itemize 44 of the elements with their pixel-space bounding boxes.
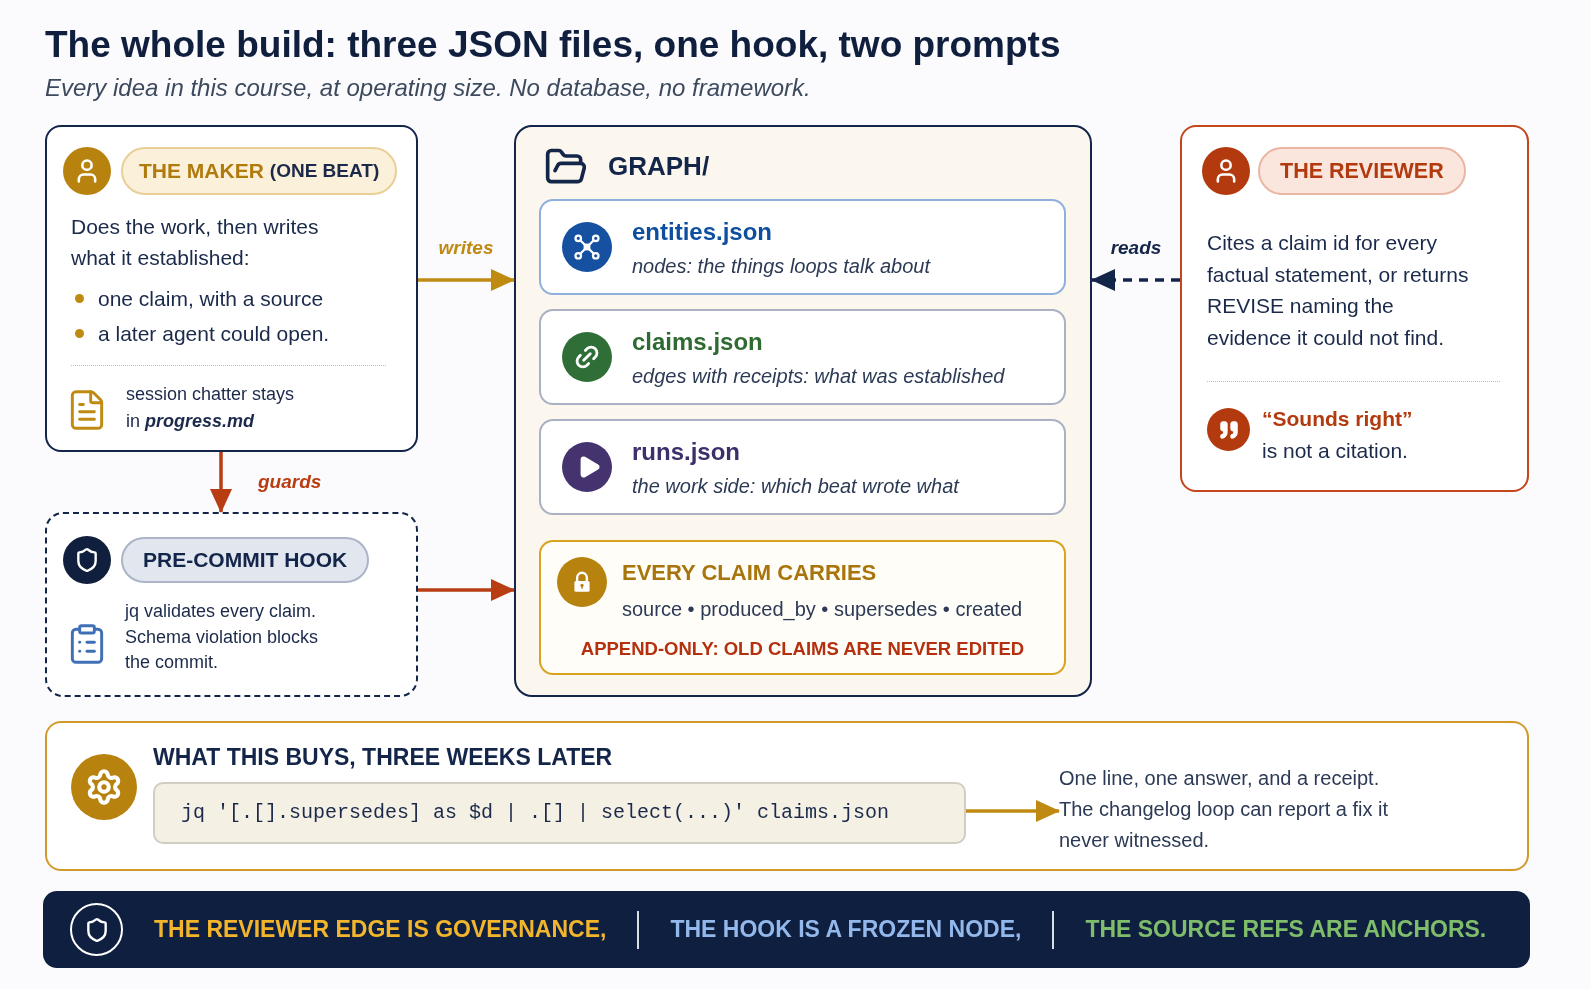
warning-text: APPEND-ONLY: OLD CLAIMS ARE NEVER EDITED xyxy=(579,637,1026,661)
subtitle: Every idea in this course, at operating size. No database, no framework. xyxy=(45,74,811,102)
body-text: Does the work, then writes what it established: xyxy=(71,214,320,271)
field-list: source • produced_by • supersedes • created xyxy=(622,596,1023,623)
role-title: THE MAKER xyxy=(139,158,264,185)
file-description: nodes: the things loops talk about xyxy=(632,254,930,279)
result-note: One line, one answer, and a receipt. The changelog loop can report a fix it never witnessed. xyxy=(1059,763,1409,856)
banner-statement: THE SOURCE REFS ARE ANCHORS. xyxy=(1085,915,1487,945)
role-qualifier: (ONE BEAT) xyxy=(269,158,380,183)
file-description: edges with receipts: what was established xyxy=(632,364,1005,389)
bullet-text: one claim, with a source xyxy=(98,285,324,312)
note-text: session chatter stays in progress.md xyxy=(126,383,296,433)
file-name: claims.json xyxy=(632,327,763,357)
rule-card xyxy=(539,540,1066,675)
bullet-text: a later agent could open. xyxy=(98,320,330,347)
rule-heading: EVERY CLAIM CARRIES xyxy=(622,559,877,587)
folder-panel xyxy=(514,125,1092,697)
quote-text: “Sounds right” is not a citation. xyxy=(1262,406,1414,464)
file-description: the work side: which beat wrote what xyxy=(632,474,959,499)
role-card xyxy=(45,125,418,452)
arrow xyxy=(418,579,515,601)
folder-title: GRAPH/ xyxy=(608,150,710,183)
arrow xyxy=(210,452,232,513)
file-name: runs.json xyxy=(632,437,740,467)
banner-statement: THE REVIEWER EDGE IS GOVERNANCE, xyxy=(154,915,607,945)
section-heading: WHAT THIS BUYS, THREE WEEKS LATER xyxy=(153,743,613,771)
summary-panel xyxy=(45,721,1529,871)
body-text: Cites a claim id for every factual statement, or returns REVISE naming the evidence it could not find. xyxy=(1207,230,1470,351)
role-card xyxy=(1180,125,1529,492)
file-card xyxy=(539,419,1066,515)
hook-title: PRE-COMMIT HOOK xyxy=(121,537,370,583)
arrow xyxy=(966,800,1060,822)
file-name: entities.json xyxy=(632,217,773,247)
file-card xyxy=(539,199,1066,295)
code-block: jq '[.[].supersedes] as $d | .[] | select(...)' claims.json xyxy=(153,782,966,844)
file-card xyxy=(539,309,1066,405)
role-title: THE REVIEWER xyxy=(1258,147,1466,195)
banner xyxy=(43,891,1530,968)
hook-card xyxy=(45,512,418,697)
banner-statement: THE HOOK IS A FROZEN NODE, xyxy=(670,915,1022,945)
arrow xyxy=(418,269,515,291)
body-text: jq validates every claim. Schema violation blocks the commit. xyxy=(125,600,320,674)
dashed-arrow xyxy=(1091,269,1180,291)
title: The whole build: three JSON files, one hook, two prompts xyxy=(45,23,1061,67)
